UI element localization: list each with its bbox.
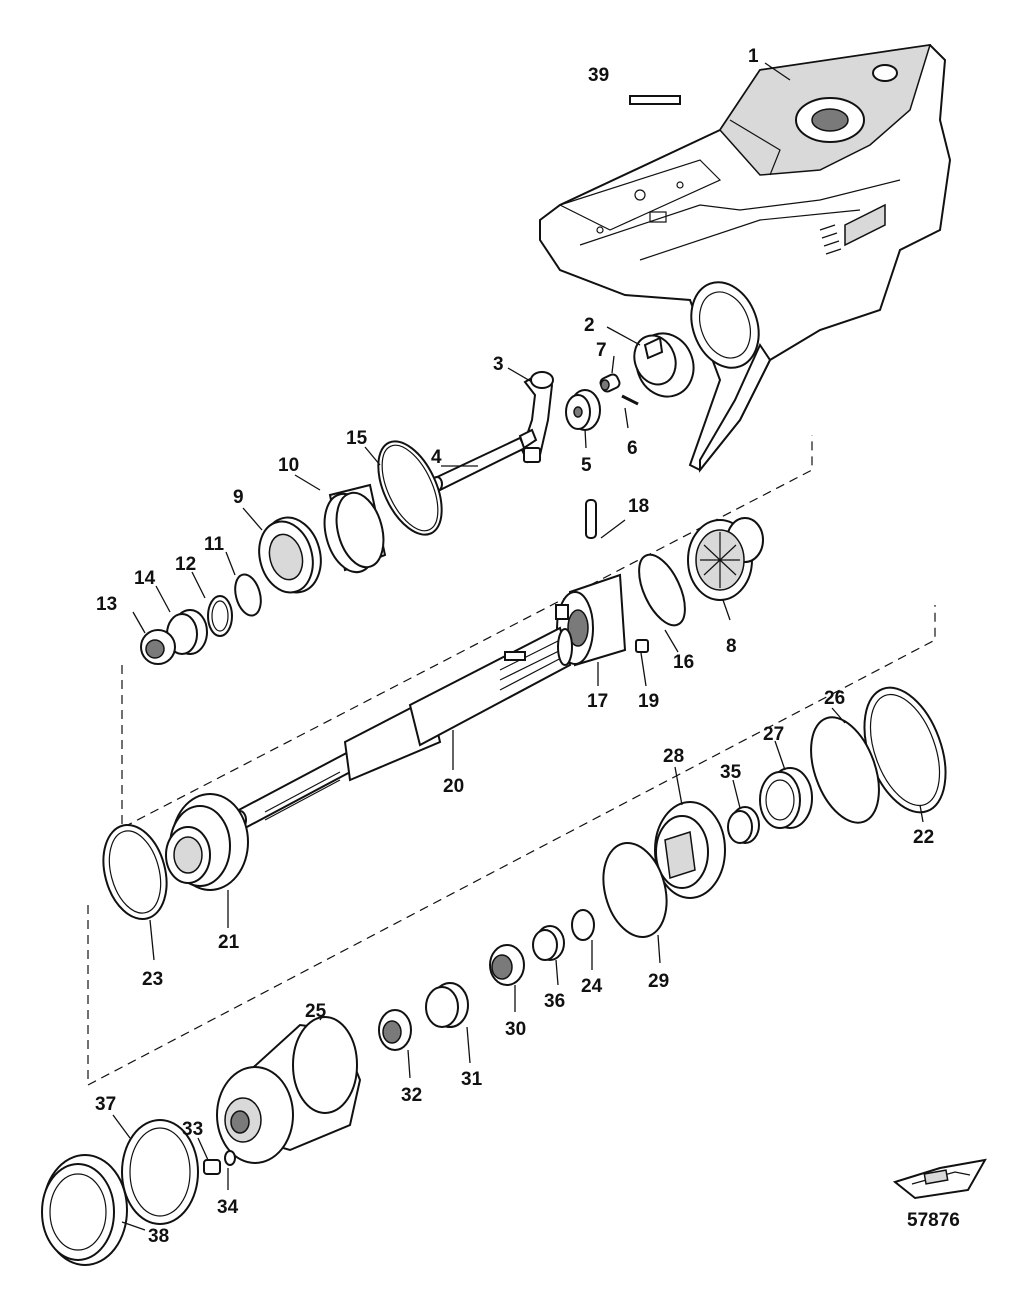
part-3-shift-crank <box>520 370 554 464</box>
part-22-ring <box>863 686 947 814</box>
part-26-o-ring <box>810 716 880 824</box>
callout-16: 16 <box>673 652 694 673</box>
part-18-cross-pin <box>585 499 597 539</box>
part-32-seal <box>378 1009 412 1051</box>
part-5-spool <box>565 389 601 431</box>
callout-14: 14 <box>134 568 156 589</box>
callout-31: 31 <box>461 1069 483 1090</box>
callout-32: 32 <box>401 1085 422 1106</box>
callout-30: 30 <box>505 1019 526 1040</box>
part-4-shift-shaft <box>431 428 538 492</box>
part-28-reverse-gear <box>654 801 726 899</box>
alignment-guides <box>87 435 936 1086</box>
callout-38: 38 <box>148 1226 169 1247</box>
callout-27: 27 <box>763 724 784 745</box>
part-11-snap-ring <box>234 573 262 617</box>
callout-1: 1 <box>748 46 759 67</box>
callout-29: 29 <box>648 971 669 992</box>
callout-10: 10 <box>278 455 299 476</box>
part-12-washer <box>207 595 233 637</box>
part-21-carrier <box>165 793 249 891</box>
part-29-o-ring <box>602 841 668 939</box>
part-25-bearing-carrier <box>216 1016 362 1164</box>
part-37-tab-washer <box>121 1119 199 1225</box>
part-13-nut <box>140 629 176 665</box>
part-24-washer <box>571 909 595 941</box>
callout-8: 8 <box>726 636 737 657</box>
gear-housing <box>539 43 952 473</box>
callout-23: 23 <box>142 969 163 990</box>
callout-12: 12 <box>175 554 196 575</box>
callout-6: 6 <box>627 438 638 459</box>
part-16-ring <box>638 553 686 627</box>
callout-17: 17 <box>587 691 608 712</box>
callout-21: 21 <box>218 932 240 953</box>
callout-33: 33 <box>182 1119 203 1140</box>
part-8-forward-gear <box>687 517 764 601</box>
callout-28: 28 <box>663 746 684 767</box>
part-15-o-ring <box>377 440 443 536</box>
part-33-nut <box>203 1159 221 1175</box>
part-23-ring <box>102 823 168 921</box>
part-31-sleeve <box>425 982 469 1028</box>
callout-19: 19 <box>638 691 659 712</box>
decal-plate <box>629 95 681 105</box>
callout-35: 35 <box>720 762 742 783</box>
part-17-clutch <box>555 573 627 667</box>
part-10-race <box>323 483 387 574</box>
callout-13: 13 <box>96 594 117 615</box>
part-34-washer <box>224 1150 236 1166</box>
part-2-retainer <box>633 332 695 398</box>
callout-7: 7 <box>596 340 607 361</box>
figure-number: 57876 <box>907 1210 960 1231</box>
part-36-bearing <box>532 925 565 961</box>
part-7-bushing <box>599 373 621 393</box>
part-35-bearing <box>727 806 760 844</box>
part-20-propeller-shaft <box>233 626 573 830</box>
callout-18: 18 <box>628 496 649 517</box>
callout-2: 2 <box>584 315 595 336</box>
callout-22: 22 <box>913 827 934 848</box>
callout-37: 37 <box>95 1094 116 1115</box>
boat-icon <box>892 1158 987 1200</box>
callout-24: 24 <box>581 976 603 997</box>
part-27-cup <box>759 767 813 829</box>
callout-25: 25 <box>305 1001 327 1022</box>
part-6-pin <box>621 394 639 406</box>
callout-11: 11 <box>204 534 225 555</box>
callout-9: 9 <box>233 487 244 508</box>
part-30-seal <box>489 944 525 986</box>
callout-labels: 1 2 3 4 5 6 7 8 9 10 11 12 13 14 15 16 1… <box>95 46 960 1247</box>
callout-34: 34 <box>217 1197 239 1218</box>
callout-36: 36 <box>544 991 565 1012</box>
callout-15: 15 <box>346 428 368 449</box>
callout-5: 5 <box>581 455 592 476</box>
callout-3: 3 <box>493 354 504 375</box>
callout-20: 20 <box>443 776 464 797</box>
callout-39: 39 <box>588 65 609 86</box>
callout-26: 26 <box>824 688 845 709</box>
callout-4: 4 <box>431 447 442 468</box>
leader-lines <box>112 62 924 1231</box>
part-19-detent <box>635 639 649 653</box>
part-9-bearing <box>258 516 322 594</box>
part-38-retainer <box>41 1154 128 1266</box>
